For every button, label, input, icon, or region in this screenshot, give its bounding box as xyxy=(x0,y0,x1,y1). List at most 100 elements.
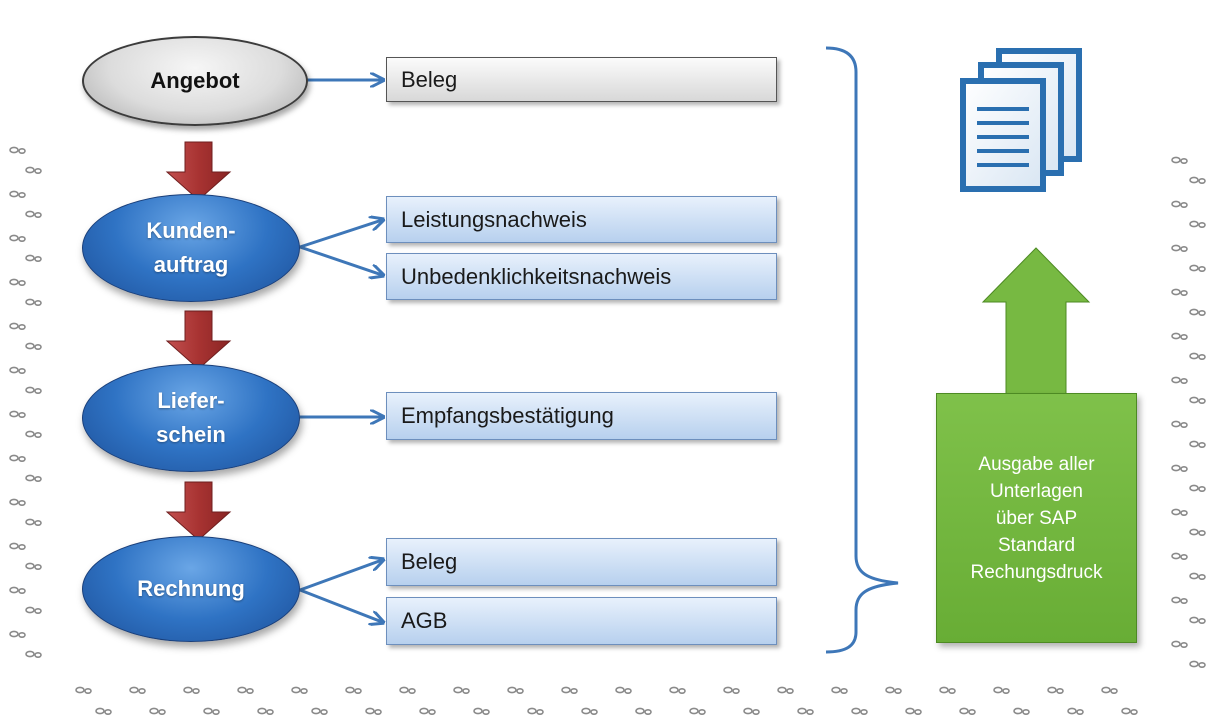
doc-label: Empfangsbestätigung xyxy=(401,403,614,428)
node-rechnung: Rechnung xyxy=(82,536,300,642)
footprint-icon xyxy=(257,707,274,715)
footprint-icon xyxy=(1171,508,1188,516)
footprint-icon xyxy=(1171,332,1188,340)
footprint-icon xyxy=(615,686,632,694)
footprint-icon xyxy=(1189,264,1206,272)
footprint-icon xyxy=(1171,464,1188,472)
footprint-icon xyxy=(1189,220,1206,229)
footprint-icon xyxy=(1171,420,1188,428)
footprint-icon xyxy=(75,686,92,694)
up-arrow-icon xyxy=(981,247,1091,396)
footprint-icon xyxy=(9,278,26,286)
right-bracket xyxy=(825,46,899,654)
footprint-icon xyxy=(9,322,26,330)
footprint-icon xyxy=(203,707,220,715)
footprint-icon xyxy=(25,430,42,438)
node-label-kundenauftrag: Kunden- auftrag xyxy=(146,218,236,277)
footprint-icon xyxy=(9,146,26,155)
footprint-icon xyxy=(237,686,254,694)
footprint-icon xyxy=(1171,596,1188,604)
footprint-icon xyxy=(1121,707,1138,715)
footprint-icon xyxy=(1013,707,1030,715)
doc-label: Leistungsnachweis xyxy=(401,206,587,232)
footprint-icon xyxy=(25,166,42,175)
node-label-rechnung: Rechnung xyxy=(137,576,245,601)
doc-label: AGB xyxy=(401,608,448,633)
footprint-icon xyxy=(473,707,490,715)
footprint-icon xyxy=(1189,572,1206,580)
output-label: Ausgabe aller Unterlagen über SAP Standa… xyxy=(970,453,1103,583)
footprint-icon xyxy=(1171,288,1188,296)
footprint-icon xyxy=(9,454,26,462)
doc-kundenauftrag-leistungsnachweis: Leistungsnachweis xyxy=(386,196,777,243)
footprint-icon xyxy=(25,650,42,658)
down-arrow-icon xyxy=(165,141,232,201)
footprint-icon xyxy=(1189,616,1206,624)
down-arrow-icon xyxy=(165,310,232,370)
footprint-icon xyxy=(1189,440,1206,448)
footprint-icon xyxy=(507,686,524,694)
footprint-icon xyxy=(581,707,598,715)
footprint-icon xyxy=(399,686,416,694)
footprint-icon xyxy=(9,542,26,550)
node-kundenauftrag: Kunden- auftrag xyxy=(82,194,300,302)
footprint-icon xyxy=(9,234,26,243)
footprint-icon xyxy=(885,686,902,694)
footprint-icon xyxy=(1171,156,1188,165)
connector-kunden-leistung xyxy=(299,220,382,249)
footprint-icon xyxy=(1189,176,1206,185)
footprint-icon xyxy=(9,498,26,506)
footprint-icon xyxy=(689,707,706,715)
footprint-icon xyxy=(527,707,544,715)
footprint-icon xyxy=(959,707,976,715)
footprint-icon xyxy=(25,562,42,570)
footprint-icon xyxy=(25,298,42,306)
footprint-icon xyxy=(1171,376,1188,384)
footprint-icon xyxy=(1189,660,1206,668)
footprint-icon xyxy=(723,686,740,694)
footprint-icon xyxy=(25,342,42,350)
footprint-icon xyxy=(149,707,166,715)
doc-angebot-beleg: Beleg xyxy=(386,57,777,102)
footprint-icon xyxy=(905,707,922,715)
footprint-icon xyxy=(1171,552,1188,560)
connector-kunden-unbedenklichkeit xyxy=(299,245,382,275)
footprint-icon xyxy=(1189,352,1206,360)
footprint-icon xyxy=(797,707,814,715)
footprint-icon xyxy=(311,707,328,715)
footprint-icon xyxy=(1189,396,1206,404)
footprint-icon xyxy=(777,686,794,694)
footprint-icon xyxy=(1171,244,1188,253)
footprint-icon xyxy=(345,686,362,694)
down-arrow-icon xyxy=(165,481,232,541)
footprint-icon xyxy=(9,410,26,418)
footprint-icon xyxy=(561,686,578,694)
footprint-icon xyxy=(25,518,42,526)
footprint-icon xyxy=(25,474,42,482)
footprint-icon xyxy=(993,686,1010,694)
footprint-icon xyxy=(9,366,26,374)
footprint-icon xyxy=(831,686,848,694)
footprint-icon xyxy=(1189,484,1206,492)
footprint-icon xyxy=(1047,686,1064,694)
footprint-icon xyxy=(1171,200,1188,209)
footprint-icon xyxy=(9,586,26,594)
footprint-icon xyxy=(95,707,112,715)
footprint-icon xyxy=(9,190,26,199)
doc-rechnung-beleg: Beleg xyxy=(386,538,777,586)
footprint-icon xyxy=(939,686,956,694)
node-angebot: Angebot xyxy=(82,36,308,126)
footprint-icon xyxy=(635,707,652,715)
footprint-icon xyxy=(1171,640,1188,648)
doc-lieferschein-empfangsbestaetigung: Empfangsbestätigung xyxy=(386,392,777,440)
output-box: Ausgabe aller Unterlagen über SAP Standa… xyxy=(936,393,1137,643)
footprint-icon xyxy=(365,707,382,715)
footprint-icon xyxy=(851,707,868,715)
footprint-icon xyxy=(419,707,436,715)
connector-rechnung-agb xyxy=(299,588,382,622)
footprint-icon xyxy=(1189,528,1206,536)
footprint-icon xyxy=(453,686,470,694)
